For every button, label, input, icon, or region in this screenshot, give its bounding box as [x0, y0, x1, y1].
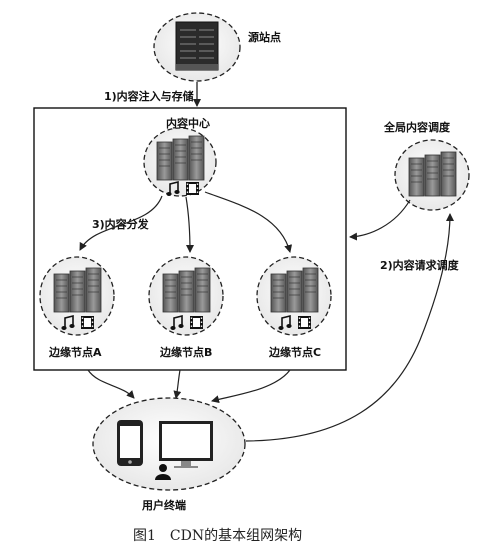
- content-center-frame: [33, 107, 347, 371]
- ingest-label: 1)内容注入与存储: [104, 89, 194, 103]
- edge-a-label: 边缘节点A: [48, 345, 102, 359]
- user-terminal-node: [92, 397, 246, 491]
- distribute-arrow-a: [79, 195, 163, 251]
- server-rack-icon: [408, 151, 457, 197]
- source-server-icon: [175, 21, 219, 71]
- edge-node-b: [148, 256, 224, 336]
- monitor-icon: [159, 421, 213, 468]
- edge-node-c: [256, 256, 332, 336]
- film-strip-icon: [81, 316, 94, 329]
- figure-caption: 图1 CDN的基本组网架构: [133, 527, 302, 544]
- global-scheduler-node: [394, 139, 470, 211]
- delivery-arrow-b: [173, 369, 182, 399]
- film-strip-icon: [298, 316, 311, 329]
- edge-node-a: [39, 256, 115, 336]
- server-rack-icon: [53, 267, 102, 313]
- user-icon: [155, 464, 171, 480]
- source-node: 源站点: [153, 12, 281, 82]
- film-strip-icon: [190, 316, 203, 329]
- server-rack-icon: [156, 135, 205, 181]
- request-label: 2)内容请求调度: [380, 258, 460, 272]
- distribute-arrow-c: [204, 191, 293, 253]
- server-rack-icon: [270, 267, 319, 313]
- schedule-arrow: [349, 199, 411, 241]
- edge-c-label: 边缘节点C: [268, 345, 321, 359]
- content-center-label: 内容中心: [166, 116, 210, 130]
- request-arrow: [245, 213, 454, 442]
- delivery-arrow-a: [87, 369, 135, 399]
- film-strip-icon: [186, 182, 199, 195]
- user-terminal-label: 用户终端: [142, 498, 186, 512]
- edge-b-label: 边缘节点B: [159, 345, 212, 359]
- global-scheduler-label: 全局内容调度: [383, 120, 451, 134]
- delivery-arrow-c: [211, 369, 291, 404]
- distribute-arrow-b: [185, 196, 194, 253]
- content-center-node: [143, 127, 217, 197]
- server-rack-icon: [162, 267, 211, 313]
- smartphone-icon: [117, 420, 143, 466]
- distribute-label: 3)内容分发: [92, 217, 150, 231]
- source-label: 源站点: [248, 30, 281, 44]
